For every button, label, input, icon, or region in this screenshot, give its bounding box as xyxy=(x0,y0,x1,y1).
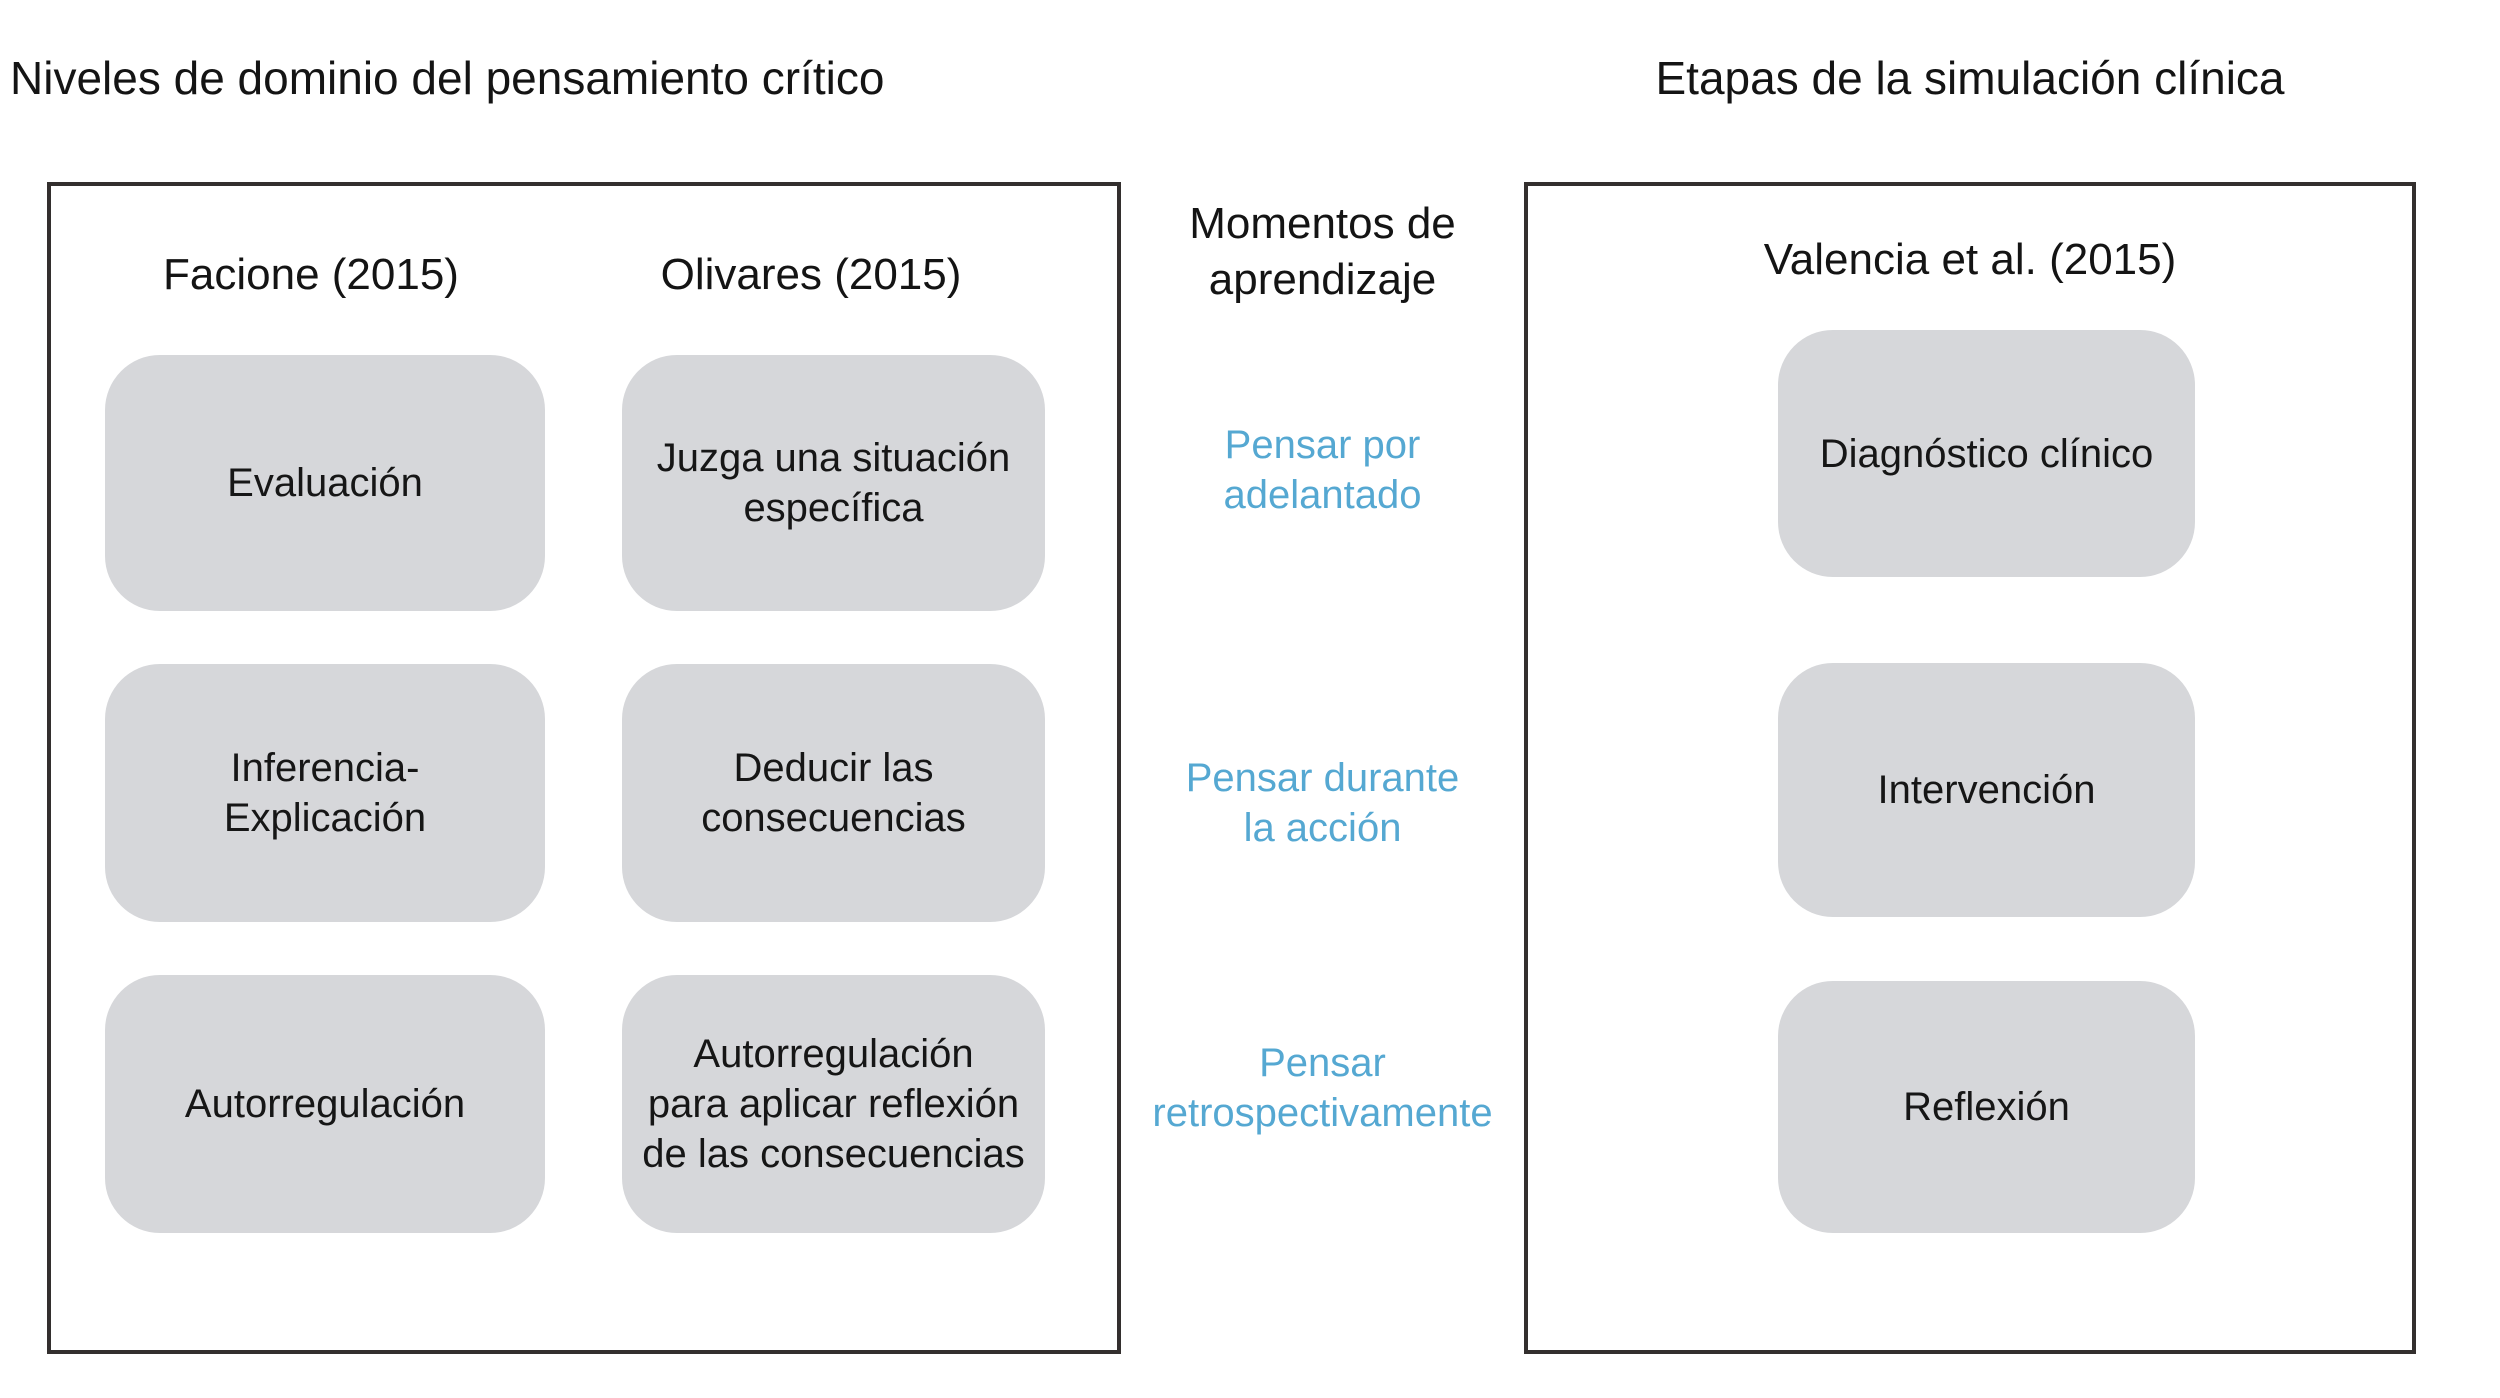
clinical-simulation-frame: Valencia et al. (2015) Diagnóstico clíni… xyxy=(1524,182,2416,1354)
learning-moments-header: Momentos de aprendizaje xyxy=(1189,199,1456,304)
moment-pensar-retrospectivamente: Pensar retrospectivamente xyxy=(1152,1041,1493,1135)
olivares-box-juzga-situacion: Juzga una situación específica xyxy=(622,355,1045,611)
olivares-box-autorregulacion-reflexion: Autorregulación para aplicar reflexión d… xyxy=(622,975,1045,1233)
facione-box-evaluacion: Evaluación xyxy=(105,355,545,611)
right-section-title: Etapas de la simulación clínica xyxy=(1655,52,2285,104)
valencia-box-intervencion: Intervención xyxy=(1778,663,2195,917)
left-section-title: Niveles de dominio del pensamiento críti… xyxy=(10,52,885,104)
moment-pensar-durante-accion: Pensar durante la acción xyxy=(1185,756,1460,850)
olivares-box-deducir-consecuencias: Deducir las consecuencias xyxy=(622,664,1045,922)
facione-box-autorregulacion: Autorregulación xyxy=(105,975,545,1233)
valencia-column-header: Valencia et al. (2015) xyxy=(1763,235,2177,284)
valencia-box-diagnostico-clinico: Diagnóstico clínico xyxy=(1778,330,2195,577)
facione-column-header: Facione (2015) xyxy=(163,250,459,299)
olivares-column-header: Olivares (2015) xyxy=(660,250,962,299)
moment-pensar-por-adelantado: Pensar por adelantado xyxy=(1223,423,1422,517)
facione-box-inferencia-explicacion: Inferencia- Explicación xyxy=(105,664,545,922)
critical-thinking-frame: Facione (2015) Olivares (2015) Evaluació… xyxy=(47,182,1121,1354)
valencia-box-reflexion: Reflexión xyxy=(1778,981,2195,1233)
